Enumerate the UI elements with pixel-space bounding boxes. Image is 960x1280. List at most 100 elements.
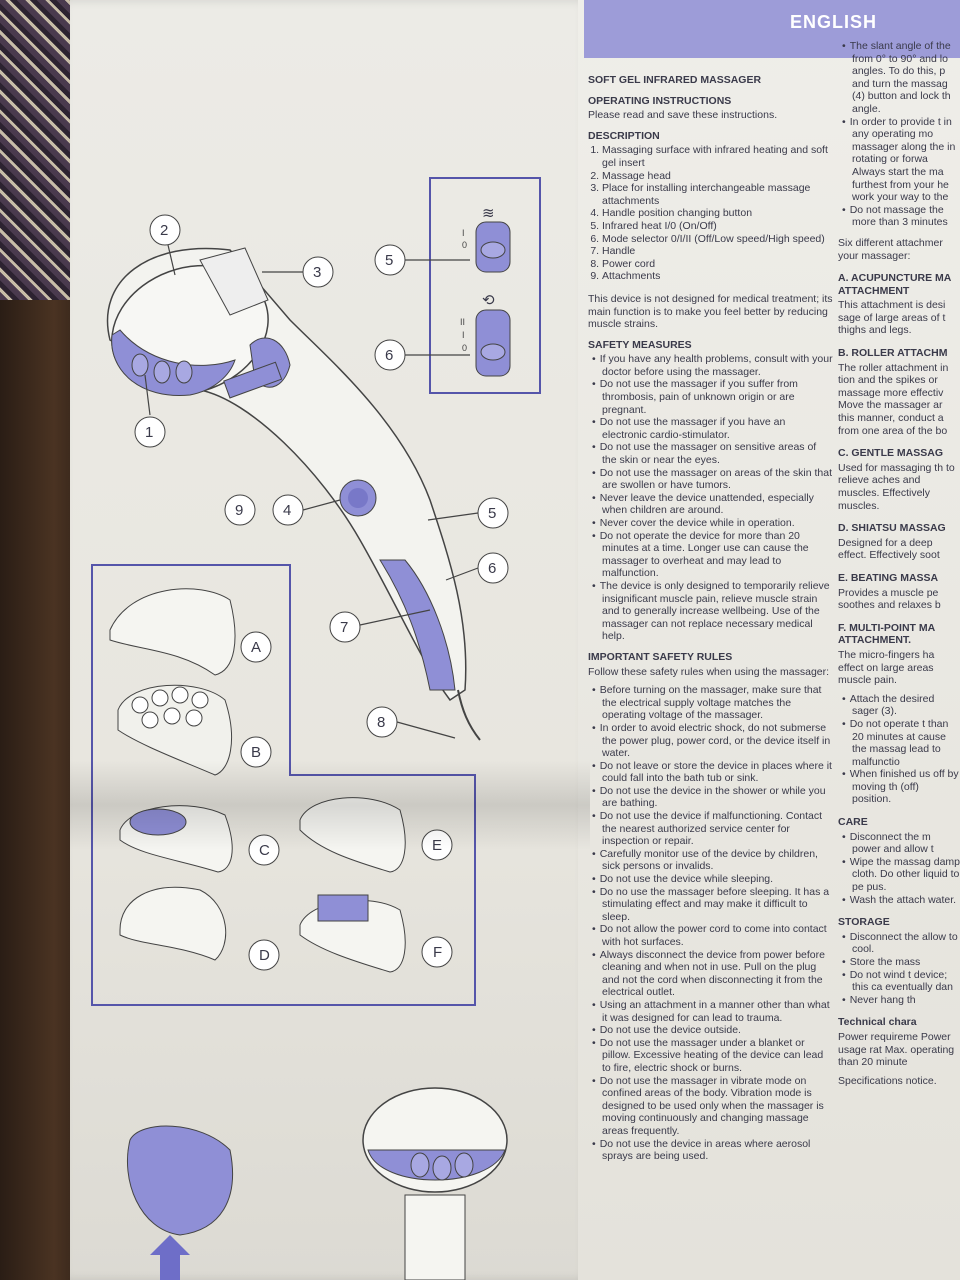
attachment-c-heading: C. GENTLE MASSAG bbox=[838, 447, 944, 460]
care-item: Disconnect the m power and allow t bbox=[850, 831, 960, 856]
storage-item: Disconnect the allow to cool. bbox=[850, 931, 960, 956]
attachment-f-text: The micro-fingers ha effect on large are… bbox=[838, 648, 935, 687]
safety-item: Never cover the device while in operatio… bbox=[600, 517, 833, 530]
safety-item: Never leave the device unattended, espec… bbox=[600, 492, 833, 517]
attachment-f-item: Do not operate t than 20 minutes at caus… bbox=[850, 718, 960, 768]
angle-item: Do not massage the more than 3 minutes bbox=[850, 204, 960, 229]
medical-note: This device is not designed for medical … bbox=[588, 292, 833, 331]
description-item: Power cord bbox=[602, 258, 833, 271]
rule-item: Do no use the massager before sleeping. … bbox=[600, 886, 833, 924]
attachment-a-heading: A. ACUPUNCTURE MA ATTACHMENT bbox=[838, 272, 951, 297]
rule-item: Do not use the device if malfunctioning.… bbox=[600, 810, 833, 848]
attachment-c-label: C bbox=[259, 842, 270, 859]
rules-list: Before turning on the massager, make sur… bbox=[588, 684, 833, 1163]
speed-off-label: 0 bbox=[462, 343, 467, 353]
callout-3: 3 bbox=[313, 264, 321, 281]
attachments-intro: Six different attachmer your massager: bbox=[838, 236, 943, 262]
description-list: Massaging surface with infrared heating … bbox=[588, 144, 833, 283]
rule-item: Do not leave or store the device in plac… bbox=[600, 760, 833, 785]
language-label: ENGLISH bbox=[790, 12, 878, 32]
description-item: Place for installing interchangeable mas… bbox=[602, 182, 833, 207]
storage-item: Store the mass bbox=[850, 956, 960, 969]
speed-low-label: I bbox=[462, 330, 465, 340]
rule-item: Using an attachment in a manner other th… bbox=[600, 999, 833, 1024]
callout-markers: 2 3 5 6 4 9 5 6 7 8 1 bbox=[134, 214, 509, 738]
callout-4: 4 bbox=[283, 502, 291, 519]
attachment-f-item: Attach the desired sager (3). bbox=[850, 693, 960, 718]
heat-off-label: 0 bbox=[462, 240, 467, 250]
safety-item: If you have any health problems, consult… bbox=[600, 353, 833, 378]
callout-5-handle: 5 bbox=[488, 505, 496, 522]
rule-item: Do not allow the power cord to come into… bbox=[600, 923, 833, 948]
callout-5: 5 bbox=[385, 252, 393, 269]
callout-6-handle: 6 bbox=[488, 560, 496, 577]
callout-9: 9 bbox=[235, 502, 243, 519]
roller-attachment-art bbox=[117, 684, 232, 776]
speed-high-label: II bbox=[460, 317, 465, 327]
callout-1: 1 bbox=[145, 424, 153, 441]
rule-item: Do not use the device outside. bbox=[600, 1024, 833, 1037]
care-heading: CARE bbox=[838, 816, 868, 829]
main-text-column: SOFT GEL INFRARED MASSAGER OPERATING INS… bbox=[588, 66, 833, 1280]
heat-on-label: I bbox=[462, 228, 465, 238]
safety-item: Do not use the massager on sensitive are… bbox=[600, 441, 833, 466]
angle-list: The slant angle of the from 0° to 90° an… bbox=[838, 40, 960, 229]
callout-6: 6 bbox=[385, 347, 393, 364]
callout-8: 8 bbox=[377, 714, 385, 731]
attachment-d-text: Designed for a deep effect. Effectively … bbox=[838, 536, 940, 562]
description-item: Attachments bbox=[602, 270, 833, 283]
attachment-f-heading: F. MULTI-POINT MA ATTACHMENT. bbox=[838, 621, 935, 647]
safety-item: Do not operate the device for more than … bbox=[600, 530, 833, 580]
attachment-f-item: When finished us off by moving th (off) … bbox=[850, 768, 960, 806]
rule-item: Carefully monitor use of the device by c… bbox=[600, 848, 833, 873]
storage-item: Never hang th bbox=[850, 994, 960, 1007]
massager-illustration bbox=[106, 247, 481, 741]
angle-item: The slant angle of the from 0° to 90° an… bbox=[850, 40, 960, 116]
rule-item: Do not use the device in the shower or w… bbox=[600, 785, 833, 810]
safety-item: Do not use the massager if you have an e… bbox=[600, 416, 833, 441]
attachment-e-label: E bbox=[432, 837, 442, 854]
technical-text: Power requireme Power usage rat Max. ope… bbox=[838, 1030, 955, 1069]
technical-heading: Technical chara bbox=[838, 1016, 917, 1029]
safety-item: The device is only designed to temporari… bbox=[600, 580, 833, 643]
care-item: Wash the attach water. bbox=[850, 894, 960, 907]
side-text-column: The slant angle of the from 0° to 90° an… bbox=[838, 40, 960, 1280]
rules-intro: Follow these safety rules when using the… bbox=[588, 665, 830, 678]
angle-item: In order to provide t in any operating m… bbox=[850, 116, 960, 204]
safety-item: Do not use the massager on areas of the … bbox=[600, 467, 833, 492]
svg-text:⟲: ⟲ bbox=[482, 292, 495, 309]
storage-heading: STORAGE bbox=[838, 916, 890, 929]
description-item: Handle position changing button bbox=[602, 207, 833, 220]
callout-2: 2 bbox=[160, 222, 168, 239]
rules-heading: IMPORTANT SAFETY RULES bbox=[588, 650, 733, 663]
description-item: Massage head bbox=[602, 170, 833, 183]
rule-item: Always disconnect the device from power … bbox=[600, 949, 833, 999]
product-title: SOFT GEL INFRARED MASSAGER bbox=[588, 74, 762, 86]
attachments-panel bbox=[91, 564, 476, 1006]
rule-item: In order to avoid electric shock, do not… bbox=[600, 722, 833, 760]
attachment-d-label: D bbox=[259, 947, 270, 964]
attachment-c-text: Used for massaging th to relieve aches a… bbox=[838, 461, 955, 512]
rule-item: Do not use the device while sleeping. bbox=[600, 873, 833, 886]
rule-item: Do not use the device in areas where aer… bbox=[600, 1138, 833, 1163]
callout-7: 7 bbox=[340, 619, 348, 636]
description-item: Handle bbox=[602, 245, 833, 258]
attachment-d-heading: D. SHIATSU MASSAG bbox=[838, 522, 946, 535]
description-item: Massaging surface with infrared heating … bbox=[602, 144, 833, 169]
care-list: Disconnect the m power and allow t Wipe … bbox=[838, 831, 960, 907]
attachment-a-text: This attachment is desi sage of large ar… bbox=[838, 299, 946, 337]
attachment-f-list: Attach the desired sager (3). Do not ope… bbox=[838, 693, 960, 806]
attachment-b-heading: B. ROLLER ATTACHM bbox=[838, 347, 948, 360]
operating-text: Please read and save these instructions. bbox=[588, 109, 778, 122]
attachment-b-label: B bbox=[251, 744, 261, 761]
rule-item: Before turning on the massager, make sur… bbox=[600, 684, 833, 722]
attachment-e-text: Provides a muscle pe soothes and relaxes… bbox=[838, 586, 941, 612]
controls-inset: ≋ ⟲ I 0 II I 0 bbox=[429, 177, 541, 394]
storage-list: Disconnect the allow to cool. Store the … bbox=[838, 931, 960, 1007]
description-item: Mode selector 0/I/II (Off/Low speed/High… bbox=[602, 233, 833, 246]
fold-shadow bbox=[70, 760, 590, 850]
attachment-letters: A B C D E F bbox=[240, 631, 453, 971]
rule-item: Do not use the massager under a blanket … bbox=[600, 1037, 833, 1075]
operating-heading: OPERATING INSTRUCTIONS bbox=[588, 94, 732, 107]
